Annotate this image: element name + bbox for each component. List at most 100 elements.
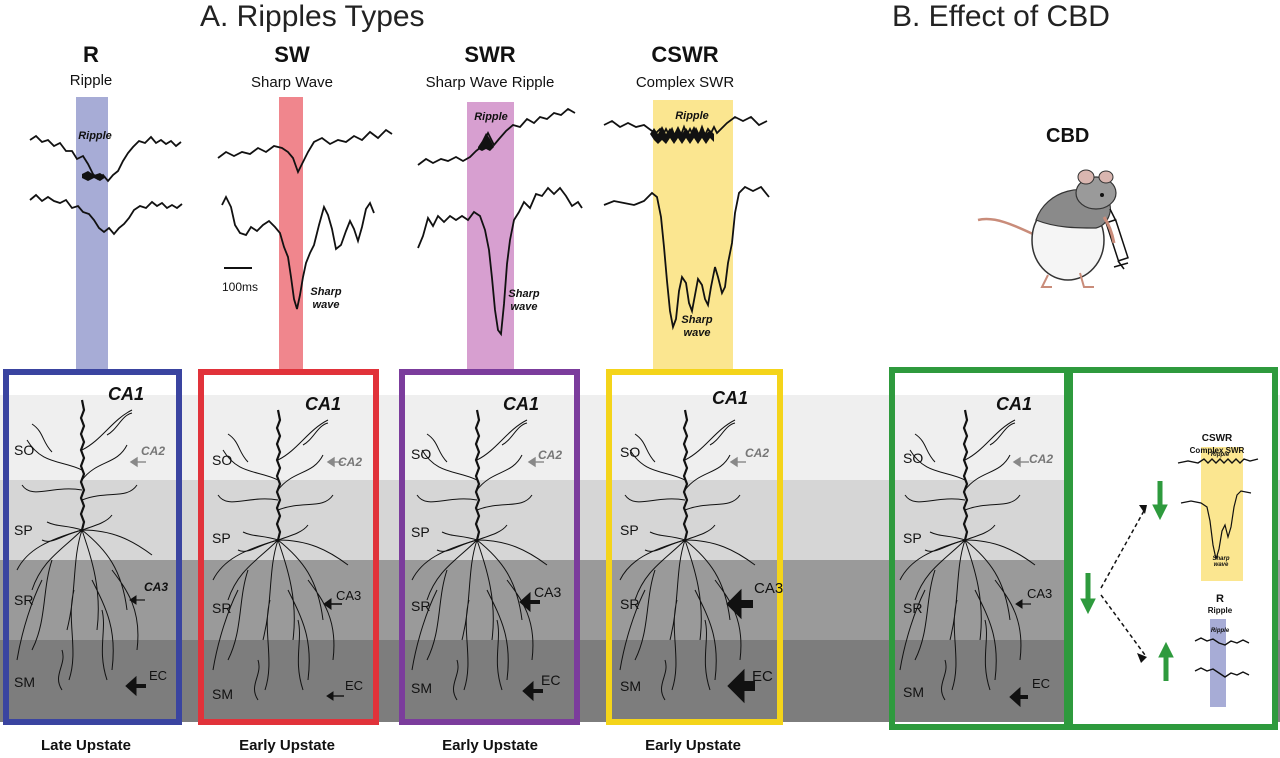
cbd-label: CBD (1046, 125, 1090, 147)
mini-cswr-sharp-label: Sharp wave (1212, 556, 1230, 568)
r-layer-sr: SR (14, 592, 34, 608)
swr-ca1-label: CA1 (503, 394, 540, 414)
panel-cswr-title: CSWR (651, 42, 719, 67)
cbd-frame-divider (1064, 367, 1073, 730)
mini-r-title: R (1216, 593, 1224, 605)
swr-layer-sm: SM (411, 680, 432, 696)
panel-cswr-subtitle: Complex SWR (635, 74, 735, 91)
panel-cswr-state: Early Upstate (645, 737, 741, 754)
sw-layer-sp: SP (212, 530, 231, 546)
panel-sw-frame (198, 369, 379, 725)
mini-cswr-title: CSWR (1201, 433, 1233, 444)
panel-swr-subtitle: Sharp Wave Ripple (425, 74, 555, 91)
swr-layer-sr: SR (411, 598, 431, 614)
r-layer-so: SO (14, 442, 35, 458)
cbd-ca1-label: CA1 (996, 394, 1033, 414)
cswr-layer-sp: SP (620, 522, 639, 538)
sw-ca1-label: CA1 (305, 394, 342, 414)
cswr-ca2-label: CA2 (745, 446, 770, 460)
down-arrow-main (1080, 598, 1096, 615)
cswr-ec-label: EC (752, 668, 773, 685)
neuron-sw (211, 408, 350, 702)
trace-r-top (29, 134, 182, 183)
swr-layer-so: SO (411, 446, 432, 462)
r-ec-label: EC (149, 668, 168, 683)
panel-sw-state: Early Upstate (239, 737, 335, 754)
cbd-layer-sr: SR (903, 600, 923, 616)
panel-swr-state: Early Upstate (442, 737, 538, 754)
panel-sw-subtitle: Sharp Wave (251, 74, 333, 91)
ripple-blob-r (82, 171, 106, 181)
sw-layer-sr: SR (212, 600, 232, 616)
lfp-traces (29, 107, 770, 337)
section-a-title: A. Ripples Types (200, 0, 425, 33)
mini-r-subtitle: Ripple (1207, 606, 1233, 615)
swr-layer-sp: SP (411, 524, 430, 540)
rat-illustration (977, 169, 1129, 288)
sw-layer-sm: SM (212, 686, 233, 702)
trace-sw-top (217, 128, 393, 175)
up-arrow-r (1158, 641, 1174, 658)
swr-ca3-label: CA3 (534, 584, 562, 600)
mini-cswr-subtitle: Complex SWR (1189, 446, 1245, 455)
panel-r-band (76, 97, 108, 369)
panel-sw-title: SW (274, 42, 310, 67)
cbd-ca3-label: CA3 (1027, 586, 1053, 601)
trace-sw-bottom (221, 194, 375, 310)
trace-sw-sharp-label: Sharp wave (310, 286, 342, 311)
r-layer-sp: SP (14, 522, 33, 538)
sw-layer-so: SO (212, 452, 233, 468)
cswr-layer-sr: SR (620, 596, 640, 612)
sw-ca3-label: CA3 (336, 588, 362, 603)
cswr-ca1-label: CA1 (712, 388, 749, 408)
trace-swr-ripple-label: Ripple (474, 111, 508, 123)
swr-ec-label: EC (541, 672, 561, 688)
neuron-cswr (618, 408, 757, 702)
cbd-layer-sm: SM (903, 684, 924, 700)
panel-sw-band (279, 97, 303, 369)
cswr-ca3-label: CA3 (754, 580, 784, 597)
scale-bar-label: 100ms (222, 280, 259, 294)
trace-r-ripple-label: Ripple (78, 130, 112, 142)
mini-r-ripple-label: Ripple (1210, 628, 1230, 634)
r-layer-sm: SM (14, 674, 35, 690)
ca3-arrows (129, 588, 1031, 620)
cbd-layer-sp: SP (903, 530, 922, 546)
ca2-arrows (129, 456, 1029, 468)
panel-cswr-band (653, 100, 733, 369)
cswr-layer-sm: SM (620, 678, 641, 694)
trace-cswr-bottom (603, 185, 770, 331)
trace-swr-top (417, 107, 576, 166)
swr-ca2-label: CA2 (538, 448, 563, 462)
ripple-blob-cswr (650, 126, 714, 144)
cbd-ec-label: EC (1032, 676, 1051, 691)
cswr-layer-so: SO (620, 444, 641, 460)
ripple-blob-swr (478, 133, 494, 151)
trace-swr-bottom (417, 186, 583, 337)
mini-cswr-ripple-label: Ripple (1210, 452, 1230, 458)
panel-r-state: Late Upstate (40, 737, 132, 754)
cbd-layer-so: SO (903, 450, 924, 466)
down-arrow-cswr (1152, 504, 1168, 521)
panel-r-frame (3, 369, 182, 725)
neuron-swr (410, 408, 549, 702)
r-ca1-label: CA1 (108, 384, 145, 404)
ec-arrows (125, 668, 1028, 708)
neuron-r (15, 398, 154, 692)
trace-swr-sharp-label: Sharp wave (508, 288, 540, 313)
sw-ca2-label: CA2 (338, 455, 363, 469)
trace-cswr-sharp-label: Sharp wave (681, 314, 713, 339)
panel-r-subtitle: Ripple (69, 72, 113, 89)
cbd-effect-diagram (1080, 447, 1259, 707)
panel-r-title: R (83, 42, 99, 67)
section-b-title: B. Effect of CBD (892, 0, 1110, 33)
cbd-frame (889, 367, 1278, 730)
r-ca2-label: CA2 (141, 444, 166, 458)
r-ca3-label: CA3 (144, 580, 169, 594)
panel-cswr-frame (606, 369, 783, 725)
trace-r-bottom (29, 193, 183, 236)
panel-swr-title: SWR (464, 42, 516, 67)
trace-cswr-ripple-label: Ripple (675, 110, 709, 122)
cbd-ca2-label: CA2 (1029, 452, 1054, 466)
